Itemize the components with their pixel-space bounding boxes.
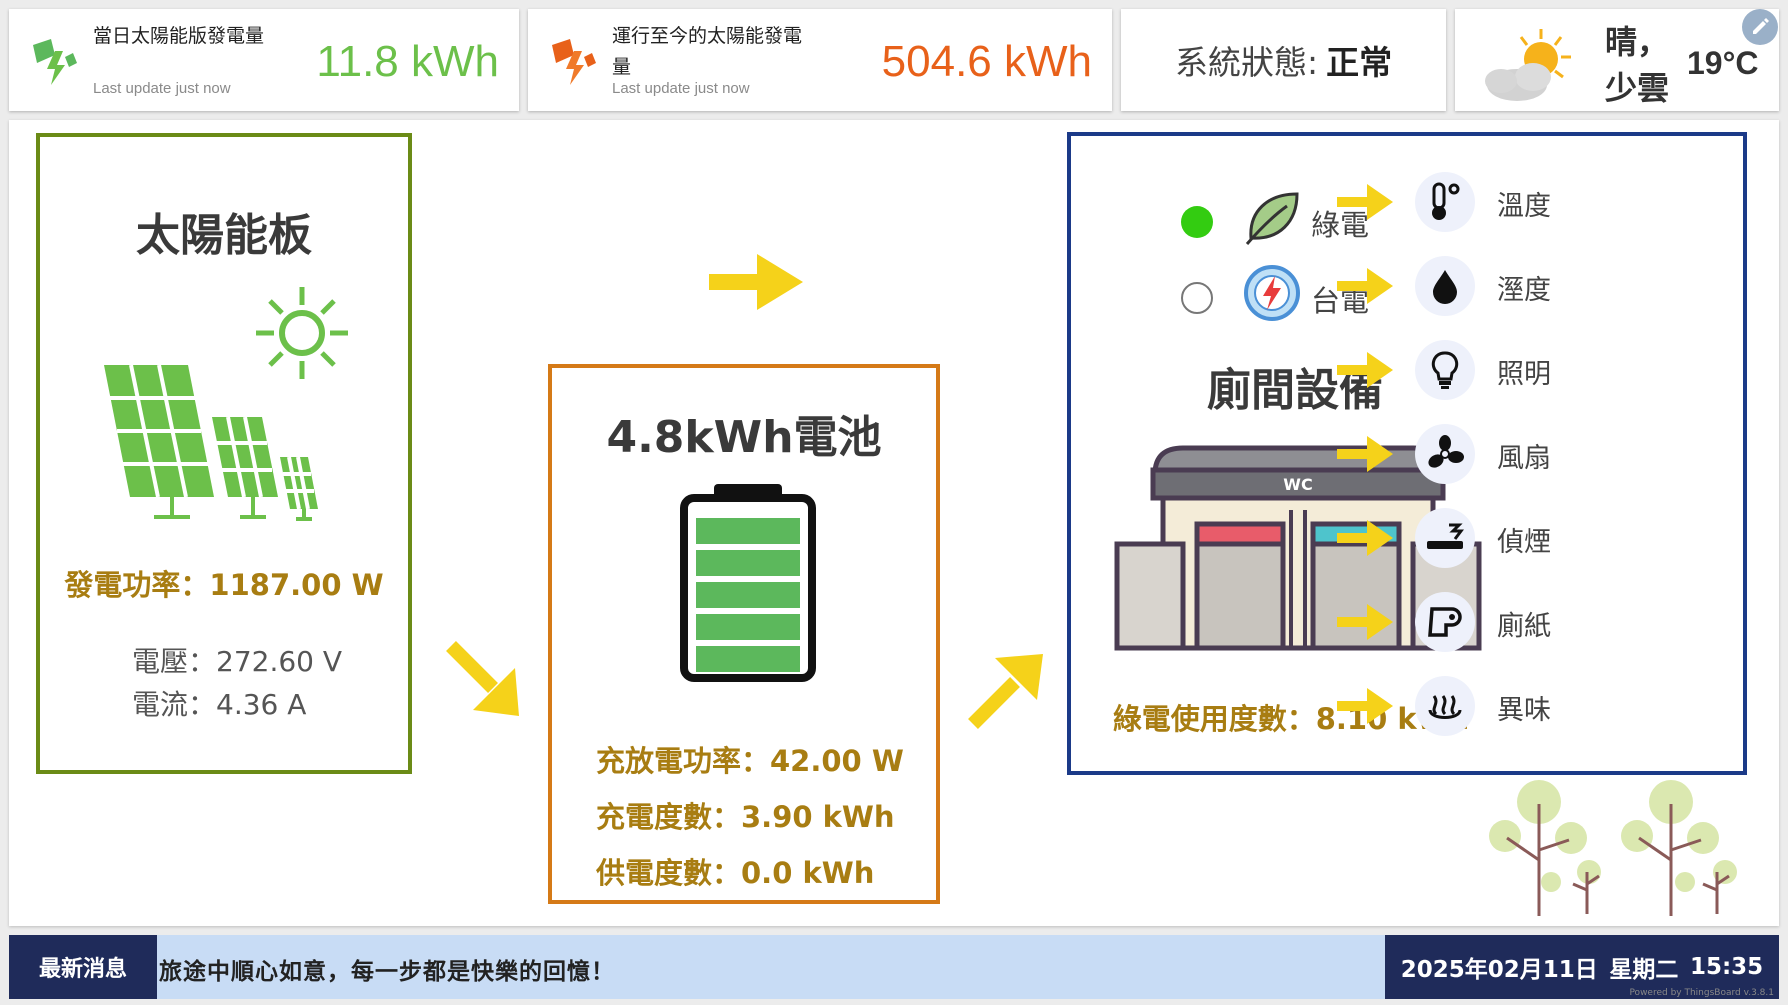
wc-sign: WC xyxy=(1283,475,1312,494)
water-drop-icon xyxy=(1415,256,1475,316)
system-status-card: 系統狀態: 正常 xyxy=(1121,9,1446,111)
total-update-text: Last update just now xyxy=(612,80,750,97)
edit-button[interactable] xyxy=(1742,9,1778,45)
battery-bar xyxy=(696,646,800,672)
toilet-equipment-box: 綠電 台電 廁間設備 WC 綠電使用度數：8.10 kWh xyxy=(1067,132,1747,775)
green-usage-text: 綠電使用度數：8.10 kWh xyxy=(1112,702,1470,736)
arrow-right-icon xyxy=(1337,520,1393,556)
sensor-fan: 風扇 xyxy=(1337,422,1757,486)
arrow-down-right-icon xyxy=(446,641,519,716)
battery-box: 4.8kWh電池 充放電功率：42.00 W 充電度數：3.90 kWh 供電度… xyxy=(548,364,940,904)
odor-icon xyxy=(1415,676,1475,736)
current-weekday: 星期二 xyxy=(1609,957,1679,983)
battery-title: 4.8kWh電池 xyxy=(606,412,882,463)
main-panel: 太陽能板 xyxy=(9,120,1779,926)
leaf-icon xyxy=(1245,192,1299,245)
sensor-humidity: 溼度 xyxy=(1337,254,1757,318)
sensor-label: 風扇 xyxy=(1497,443,1551,474)
news-label: 最新消息 xyxy=(9,935,157,999)
sensor-label: 溫度 xyxy=(1497,191,1551,222)
thermometer-icon xyxy=(1415,172,1475,232)
arrow-right-icon xyxy=(1337,436,1393,472)
sensor-smoke: 偵煙 xyxy=(1337,506,1757,570)
arrow-right-icon xyxy=(1337,352,1393,388)
solar-power-text: 發電功率：1187.00 W xyxy=(64,568,384,602)
partly-cloudy-icon xyxy=(1485,29,1571,101)
solar-panel-box: 太陽能板 xyxy=(36,133,412,774)
trees-decoration xyxy=(1489,780,1737,916)
sensor-toilet-paper: 廁紙 xyxy=(1337,590,1757,654)
datetime-panel: 2025年02月11日 星期二 15:35 xyxy=(1385,935,1779,999)
sensor-label: 溼度 xyxy=(1497,275,1551,306)
toilet-paper-icon xyxy=(1415,592,1475,652)
sensor-label: 異味 xyxy=(1497,695,1551,726)
total-solar-label: 運行至今的太陽能發電量 xyxy=(612,25,803,78)
battery-icon xyxy=(680,484,816,682)
daily-solar-label: 當日太陽能版發電量 xyxy=(93,25,265,47)
sensor-label: 照明 xyxy=(1497,359,1551,390)
battery-bar xyxy=(696,614,800,640)
sensor-label: 偵煙 xyxy=(1497,527,1551,558)
arrow-up-right-icon xyxy=(968,654,1043,729)
solar-voltage-text: 電壓：272.60 V xyxy=(132,645,343,678)
daily-solar-card: 當日太陽能版發電量 Last update just now 11.8 kWh xyxy=(9,9,519,111)
arrow-right-icon xyxy=(709,254,803,310)
sensor-label: 廁紙 xyxy=(1497,611,1551,642)
weather-condition: 晴，少雲 xyxy=(1605,23,1670,107)
news-message: 旅途中順心如意，每一步都是快樂的回憶！ xyxy=(159,959,615,985)
green-power-label: 綠電 xyxy=(1311,208,1370,242)
battery-bar xyxy=(696,518,800,544)
total-solar-value: 504.6 kWh xyxy=(881,37,1092,86)
arrow-right-icon xyxy=(1337,688,1393,724)
daily-update-text: Last update just now xyxy=(93,80,231,97)
solar-panels-illustration xyxy=(104,287,348,521)
powered-by-text: Powered by ThingsBoard v.3.8.1 xyxy=(1629,988,1774,998)
arrow-right-icon xyxy=(1337,184,1393,220)
solar-current-text: 電流：4.36 A xyxy=(132,688,307,721)
grid-power-indicator xyxy=(1181,282,1213,314)
sensor-odor: 異味 xyxy=(1337,674,1757,738)
battery-supplied: 供電度數：0.0 kWh xyxy=(596,856,875,890)
electricity-icon xyxy=(1244,265,1300,321)
arrow-right-icon xyxy=(1337,604,1393,640)
total-solar-card: 運行至今的太陽能發電量 Last update just now 504.6 k… xyxy=(528,9,1112,111)
weather-temperature: 19°C xyxy=(1687,45,1759,81)
current-time: 15:35 xyxy=(1689,954,1764,980)
solar-title: 太陽能板 xyxy=(136,210,312,261)
daily-solar-value: 11.8 kWh xyxy=(316,37,499,86)
system-status-label: 系統狀態: xyxy=(1174,43,1319,82)
current-date: 2025年02月11日 xyxy=(1400,957,1598,983)
system-status-value: 正常 xyxy=(1326,43,1393,82)
smoke-detector-icon xyxy=(1415,508,1475,568)
fan-icon xyxy=(1415,424,1475,484)
weather-card: 晴，少雲 19°C xyxy=(1455,9,1779,111)
solar-power-icon xyxy=(33,39,77,85)
green-power-indicator xyxy=(1181,206,1213,238)
battery-bar xyxy=(696,582,800,608)
battery-charge-power: 充放電功率：42.00 W xyxy=(596,744,904,778)
sensor-temperature: 溫度 xyxy=(1337,170,1757,234)
sensor-lighting: 照明 xyxy=(1337,338,1757,402)
battery-bar xyxy=(696,550,800,576)
pencil-icon xyxy=(1753,18,1769,34)
solar-power-icon xyxy=(552,39,596,85)
light-bulb-icon xyxy=(1415,340,1475,400)
battery-charged: 充電度數：3.90 kWh xyxy=(596,800,895,834)
arrow-right-icon xyxy=(1337,268,1393,304)
news-ticker: 最新消息 旅途中順心如意，每一步都是快樂的回憶！ 2025年02月11日 星期二… xyxy=(9,935,1779,999)
